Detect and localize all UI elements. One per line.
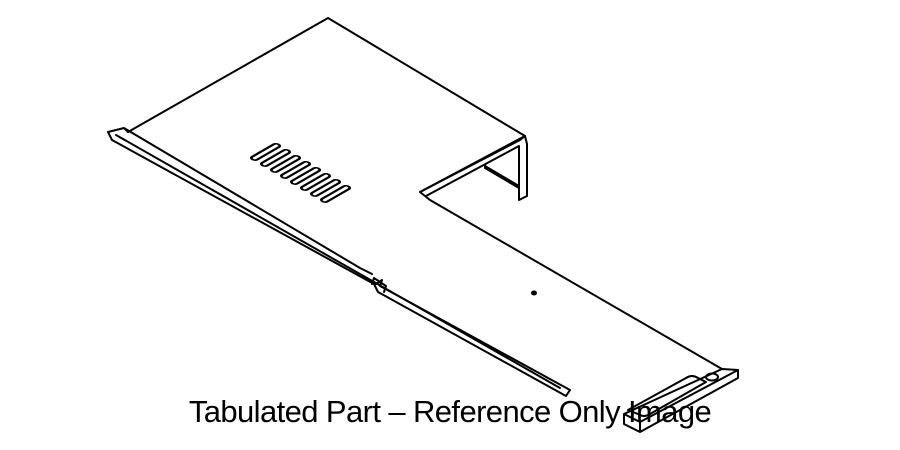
- bracket-face: [484, 165, 520, 187]
- flange-inner-line: [115, 134, 561, 389]
- end-tab: [623, 368, 739, 433]
- end-tab-hole: [705, 372, 719, 382]
- end-tab-recess: [627, 375, 707, 417]
- front-flange: [107, 127, 571, 397]
- mounting-hole: [531, 290, 537, 296]
- flange-notch: [371, 277, 387, 293]
- figure-caption: Tabulated Part – Reference Only Image: [188, 394, 712, 429]
- bracket: [419, 135, 528, 201]
- vent-slots: [249, 142, 352, 203]
